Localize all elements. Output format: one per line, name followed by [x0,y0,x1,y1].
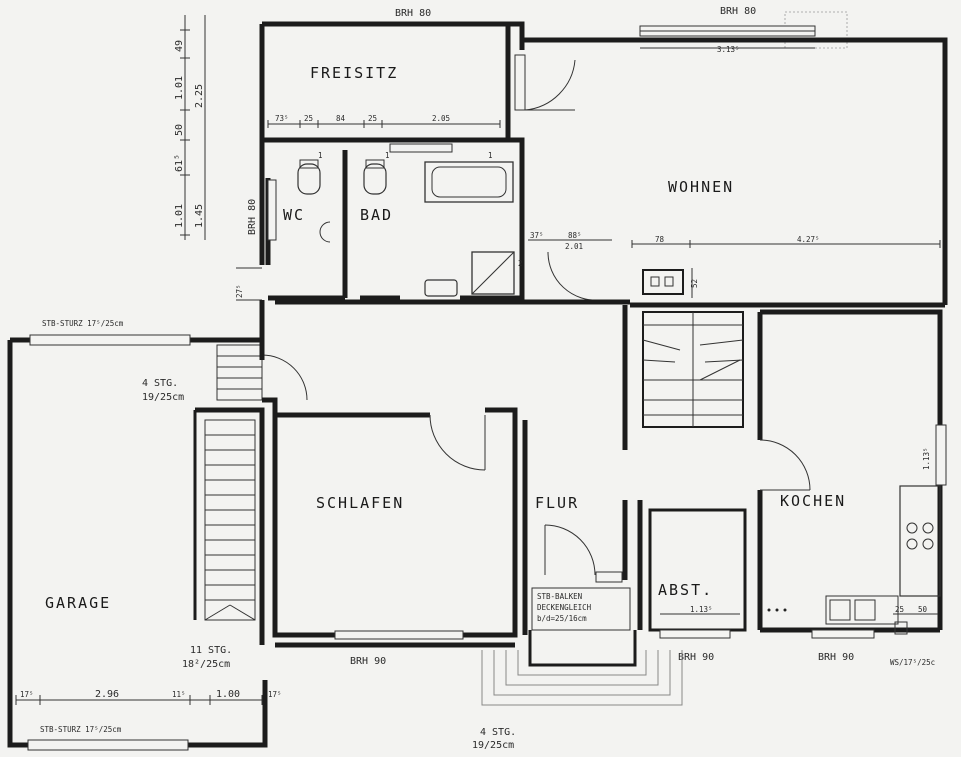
dim-wohnen-78: 78 [655,235,665,244]
dim-bad-375: 37⁵ [530,231,544,240]
room-flur: FLUR [535,494,579,512]
room-wohnen: WOHNEN [668,178,734,196]
dim-v-101b: 1.01 [174,204,185,228]
stb-sturz-top: STB-STURZ 17⁵/25cm [42,319,124,328]
dim-garage-175b: 17⁵ [268,690,282,699]
dim-bad-201: 2.01 [565,242,583,251]
dim-kochen-1135: 1.13⁵ [922,447,931,470]
room-freisitz: FREISITZ [310,64,398,82]
dim-wohnen-427: 4.27⁵ [797,235,820,244]
stb-balken-line1: STB-BALKEN [537,592,582,601]
room-garage: GARAGE [45,594,111,612]
stg4-b: 4 STG. [480,727,516,738]
brh80-top-right: BRH 80 [720,6,756,17]
garage-area: STB-STURZ 17⁵/25cm 4 STG. 19/25cm GARAGE… [7,319,308,751]
room-abst: ABST. [658,581,713,599]
dim-v-50: 50 [174,124,185,136]
garage-entry-steps [216,344,263,401]
room-schlafen: SCHLAFEN [316,494,404,512]
stg11: 11 STG. [190,645,232,656]
dim-freisitz-205: 2.05 [432,114,450,123]
schlafen-area: SCHLAFEN BRH 90 [272,407,518,667]
dim-v-615: 61⁵ [174,154,185,172]
stb-balken-line2: DECKENGLEICH [537,603,592,612]
dim-garage-296: 2.96 [95,689,119,700]
wc-door-1: 1 [318,151,323,160]
dim-kochen-50: 50 [918,605,928,614]
freisitz-area: FREISITZ 73⁵ 25 84 25 2.05 [259,21,525,140]
dim-garage-175a: 17⁵ [20,690,34,699]
brh80-top-left: BRH 80 [395,8,431,19]
kochen-area: 1.13⁵ KOCHEN 25 50 BRH 90 WS/17⁵/25c [757,309,947,667]
main-staircase [642,311,744,428]
dim-freisitz-735: 73⁵ [275,114,289,123]
dim-garage-100: 1.00 [216,689,240,700]
left-dimension-chain: 49 1.01 50 61⁵ 1.01 2.25 1.45 [174,15,206,240]
dim-v-49: 49 [174,40,185,52]
brh90-schlafen: BRH 90 [350,656,386,667]
stg4-a: 4 STG. [142,378,178,389]
dim-freisitz-84: 84 [336,114,346,123]
stb-balken-line3: b/d=25/16cm [537,614,587,623]
brh90-kochen: BRH 90 [818,652,854,663]
wc-sink [319,221,331,243]
dim-freisitz-25a: 25 [304,114,313,123]
room-wc: WC [283,206,305,224]
dim-kochen-25: 25 [895,605,904,614]
room-kochen: KOCHEN [780,492,846,510]
wohnen-area: 3.13⁵ WOHNEN 78 4.27⁵ 52 [514,24,948,308]
shower-2: 2 [518,259,523,268]
bad-sink [424,279,458,297]
bathtub [424,161,514,203]
dim-wc-275: 27⁵ [235,284,244,298]
bad-door-2: 1 [488,151,493,160]
shower [471,251,515,295]
bad-door-1: 1 [385,151,390,160]
stg11-dim: 18²/25cm [182,659,230,670]
kitchen-counter [899,485,941,597]
ws-label: WS/17⁵/25c [890,658,935,667]
room-bad: BAD [360,206,393,224]
brh90-abst: BRH 90 [678,652,714,663]
wc-bad-area: BRH 80 WC BAD 1 1 1 2 37⁵ 88⁵ 2.01 27⁵ [235,137,612,301]
dim-garage-115: 11⁵ [172,690,186,699]
dim-wohnen-window: 3.13⁵ [717,45,740,54]
bad-toilet [363,163,387,195]
entrance-steps: 4 STG. 19/25cm [472,650,683,751]
stove-oven [642,269,684,295]
dim-v-225: 2.25 [194,84,205,108]
abst-area: ABST. 1.13⁵ BRH 90 [637,500,747,663]
stg4-a-dim: 19/25cm [142,392,184,403]
cellar-staircase [204,419,256,621]
dim-v-101a: 1.01 [174,76,185,100]
stb-balken-box [531,587,631,631]
flur-area: FLUR STB-BALKEN DECKENGLEICH b/d=25/16cm [522,305,637,667]
stg4-b-dim: 19/25cm [472,740,514,751]
wc-toilet [297,163,321,195]
dim-v-145: 1.45 [194,204,205,228]
dim-abst-1135: 1.13⁵ [690,605,713,614]
brh80-side: BRH 80 [247,199,258,235]
dim-freisitz-25b: 25 [368,114,377,123]
dim-bad-885: 88⁵ [568,231,582,240]
stb-sturz-bottom: STB-STURZ 17⁵/25cm [40,725,122,734]
dim-wohnen-52: 52 [690,279,699,288]
